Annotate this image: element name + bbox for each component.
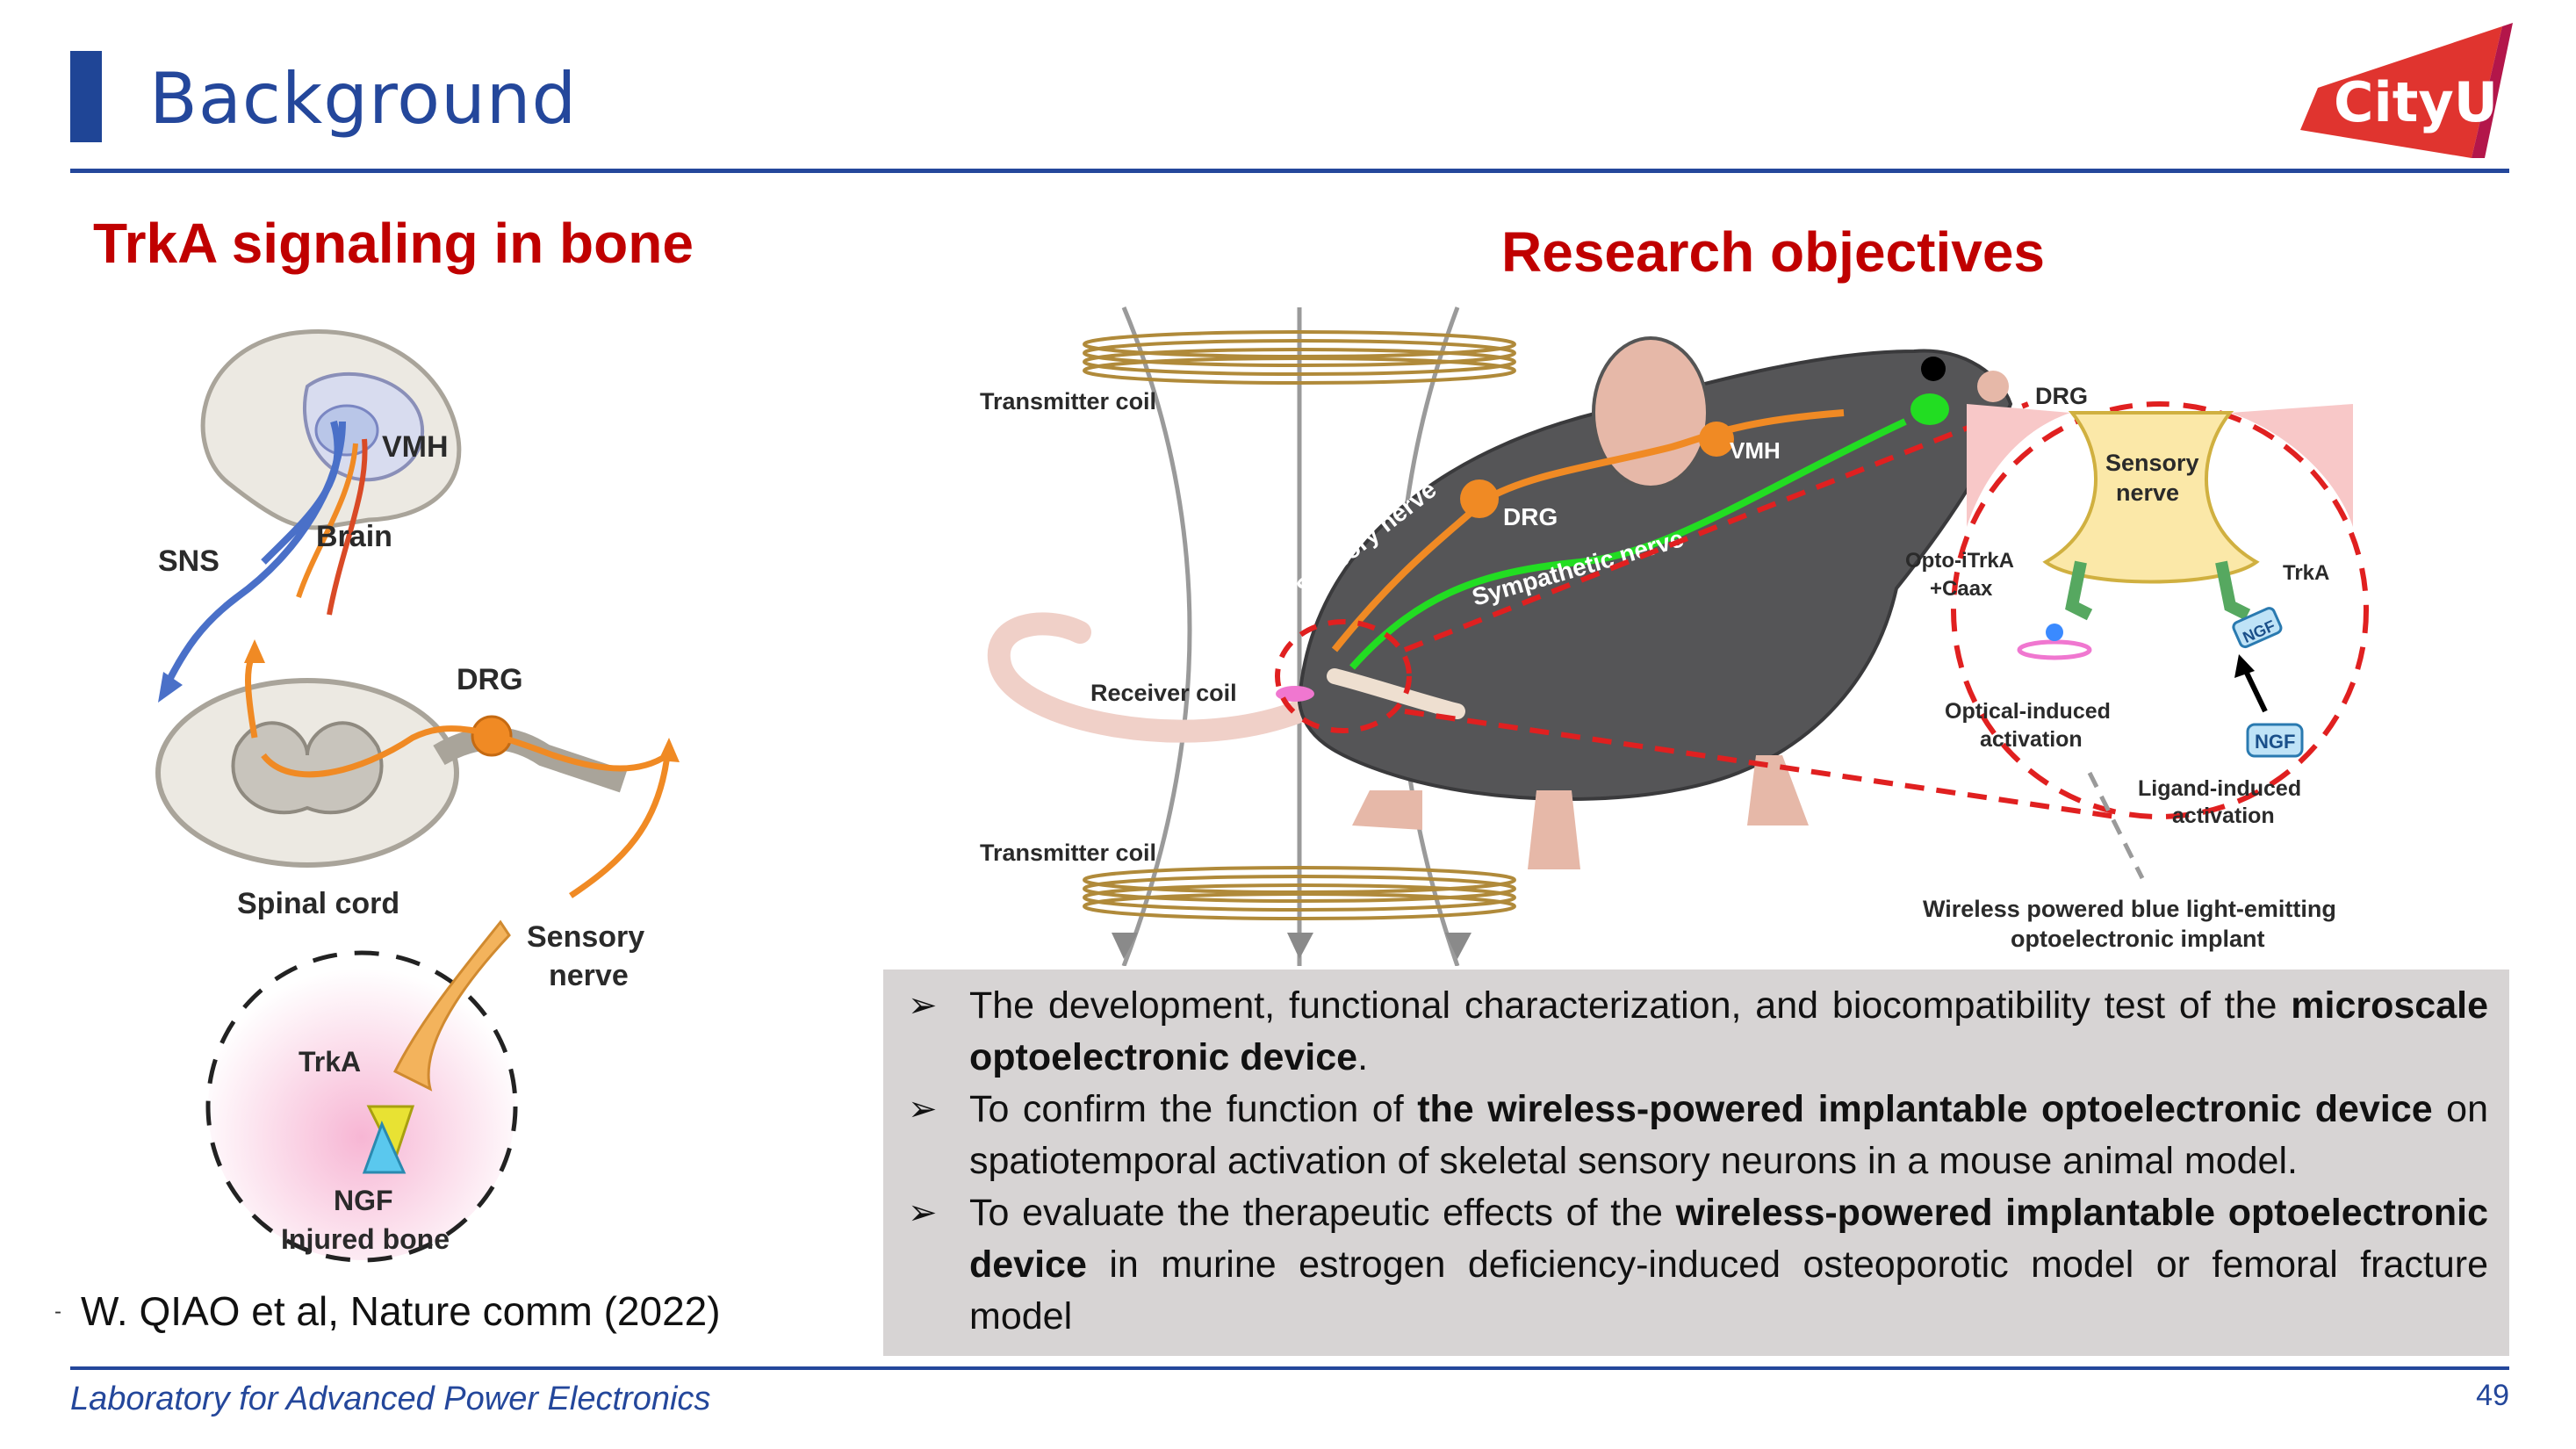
title-accent-bar	[70, 51, 102, 142]
vmh-label: VMH	[382, 430, 449, 464]
optical-label-1: Optical-induced	[1945, 699, 2111, 724]
page-number: 49	[2476, 1379, 2509, 1412]
mouse-drg-label: DRG	[1503, 503, 1558, 530]
transmitter-coil-top-label: Transmitter coil	[980, 388, 1156, 415]
objectives-box: ➢ The development, functional characteri…	[883, 970, 2509, 1356]
citation-mark: -	[54, 1300, 61, 1323]
wireless-implant-figure: Transmitter coil Transmitter coil Receiv…	[980, 306, 2369, 966]
transmitter-coil-top	[1083, 330, 1516, 385]
cityu-logo: CityU	[2300, 23, 2513, 158]
implant-label-2: optoelectronic implant	[2011, 926, 2265, 952]
logo-text: CityU	[2334, 70, 2498, 134]
bullet-arrow-icon: ➢	[908, 1090, 938, 1128]
receiver-coil-label: Receiver coil	[1090, 680, 1237, 706]
mouse-ear	[1592, 336, 1709, 489]
objective-item: ➢ To confirm the function of the wireles…	[908, 1084, 2488, 1187]
ligand-label-1: Ligand-induced	[2138, 776, 2301, 801]
objective-item: ➢ The development, functional characteri…	[908, 980, 2488, 1084]
optical-label-2: activation	[1980, 727, 2083, 752]
drg-label: DRG	[457, 663, 523, 696]
sensory-nerve-label-2: nerve	[549, 959, 629, 992]
slide-title: Background	[149, 58, 578, 140]
brain-label: Brain	[316, 520, 392, 553]
inset-sensory-label-2: nerve	[2116, 479, 2179, 506]
ngf-ligand	[362, 1121, 407, 1174]
footer-divider	[70, 1366, 2509, 1370]
sympathetic-nerve-path	[1349, 418, 1907, 670]
opto-label-1: Opto-iTrkA	[1905, 549, 2014, 573]
sns-nerve	[163, 421, 346, 687]
bullet-arrow-icon: ➢	[908, 1193, 938, 1232]
transmitter-coil-bottom-label: Transmitter coil	[980, 840, 1156, 866]
opto-label-2: +Caax	[1930, 577, 1993, 601]
mouse-vmh-label: VMH	[1730, 437, 1781, 464]
trka-label: TrkA	[299, 1046, 361, 1078]
right-section-heading: Research objectives	[1501, 220, 2045, 284]
bullet-arrow-icon: ➢	[908, 986, 938, 1025]
mouse-tail	[987, 612, 1311, 743]
ligand-label-2: activation	[2172, 804, 2275, 828]
transmitter-coil-bottom	[1083, 866, 1516, 920]
footer-lab-name: Laboratory for Advanced Power Electronic…	[70, 1381, 711, 1417]
mechanism-inset	[1951, 401, 2369, 819]
header-divider	[70, 169, 2509, 173]
spinal-cord-label: Spinal cord	[237, 887, 399, 920]
ngf-free-label: NGF	[2255, 731, 2295, 753]
inset-trka-label: TrkA	[2283, 561, 2329, 585]
citation: W. QIAO et al, Nature comm (2022)	[81, 1288, 721, 1334]
objective-item: ➢ To evaluate the therapeutic effects of…	[908, 1187, 2488, 1343]
left-section-heading: TrkA signaling in bone	[93, 212, 694, 275]
trka-signaling-figure: VMH Brain SNS DRG Spinal cord Sensory ne…	[155, 329, 680, 1263]
inset-drg-label: DRG	[2035, 383, 2088, 409]
sns-label: SNS	[158, 544, 219, 578]
injured-bone-label: Injured bone	[281, 1223, 450, 1255]
inset-sensory-label-1: Sensory	[2105, 450, 2199, 476]
sensory-nerve-label-1: Sensory	[527, 920, 644, 954]
ngf-label: NGF	[334, 1185, 393, 1216]
implant-label-1: Wireless powered blue light-emitting	[1923, 896, 2336, 922]
